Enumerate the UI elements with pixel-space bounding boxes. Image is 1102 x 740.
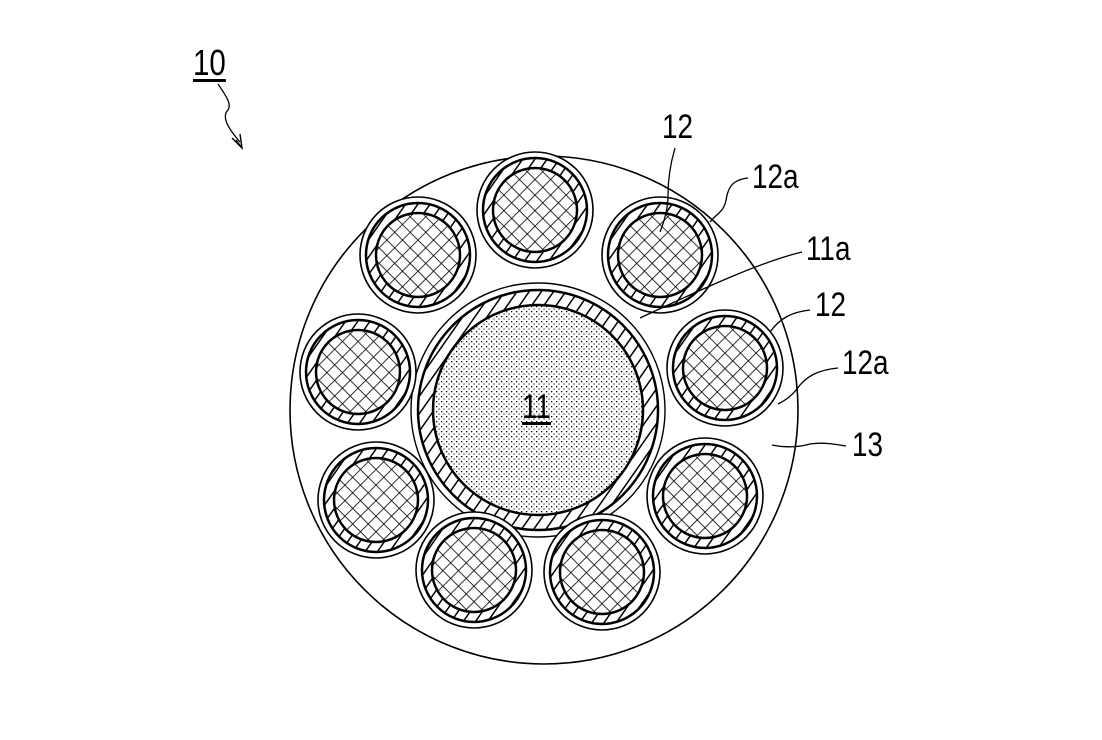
leader-10-arrow [217,83,241,143]
label-13: 13 [852,426,884,464]
strand-12 [666,309,784,427]
label-12-top: 12 [662,108,694,146]
strand-12 [543,513,661,631]
strand-12 [601,196,719,314]
leader-12a-top [709,177,749,223]
strand-12 [359,196,477,314]
label-10: 10 [193,42,226,83]
label-12a-right: 12a [842,344,889,382]
leader-12-right [769,309,811,333]
leader-12a-right [777,367,839,405]
leader-lines [217,83,847,448]
leader-13 [771,442,847,448]
strand-12 [476,151,594,269]
core-11 [410,282,666,538]
label-11a: 11a [806,230,851,268]
strand-12 [415,511,533,629]
strand-12 [299,313,417,431]
label-12a-top: 12a [752,158,799,196]
strand-12 [317,441,435,559]
strands-12 [299,151,784,631]
leader-12-top [659,147,676,233]
label-12-right: 12 [815,286,847,324]
arrowhead-icon [231,133,243,150]
leader-11a [639,251,803,319]
core-body-11 [431,303,645,517]
label-11: 11 [522,388,551,426]
strand-12 [646,437,764,555]
